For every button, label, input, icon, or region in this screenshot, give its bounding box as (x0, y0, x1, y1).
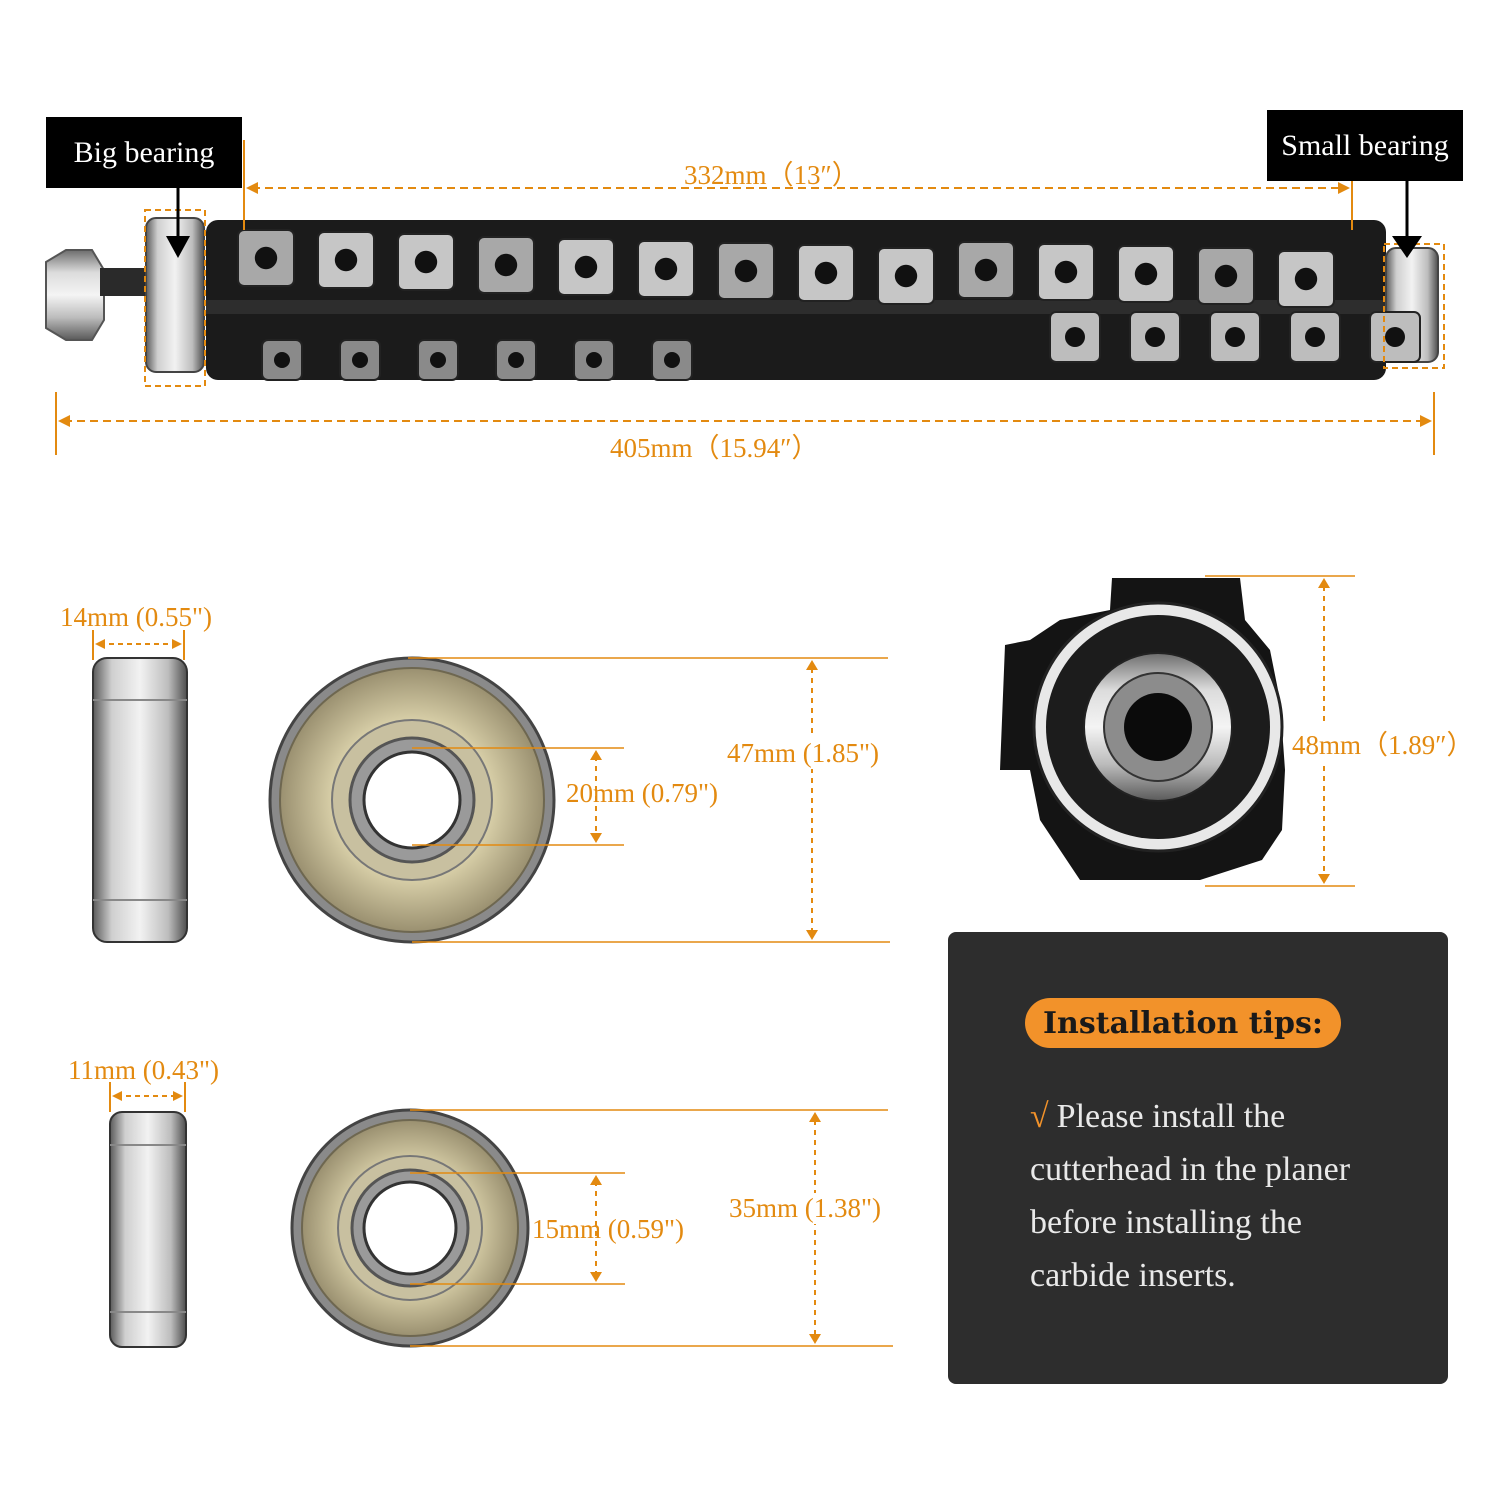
small-bearing-label: Small bearing (1267, 110, 1463, 181)
torx-screw-icon (1054, 260, 1078, 284)
big-bearing-side (92, 657, 188, 943)
small-bearing-inner-text: 15mm (0.59") (532, 1214, 685, 1244)
small-bearing-pointer (1392, 180, 1422, 258)
installation-tips-body: √Please install the cutterhead in the pl… (1030, 1090, 1370, 1302)
big-bearing-outer-dimension (408, 657, 890, 943)
torx-screw-icon (334, 248, 358, 272)
torx-screw-icon (508, 352, 524, 368)
torx-screw-icon (1065, 327, 1085, 347)
cutter-length-text: 332mm（13″） (684, 160, 859, 190)
torx-screw-icon (1294, 267, 1318, 291)
torx-screw-icon (974, 258, 998, 282)
torx-screw-icon (254, 246, 278, 270)
torx-screw-icon (1225, 327, 1245, 347)
torx-screw-icon (814, 261, 838, 285)
torx-screw-icon (414, 250, 438, 274)
big-bearing-front (268, 656, 556, 944)
big-bearing-pointer (166, 188, 190, 258)
total-length-text: 405mm（15.94″） (610, 433, 819, 463)
cutterhead-diameter-text: 48mm（1.89″） (1292, 723, 1474, 762)
torx-screw-icon (1134, 262, 1158, 286)
big-bearing-label: Big bearing (46, 117, 242, 188)
big-bearing-inner-dimension (412, 747, 624, 846)
big-bearing-highlight (144, 209, 206, 387)
torx-screw-icon (734, 259, 758, 283)
torx-screw-icon (1305, 327, 1325, 347)
big-bearing-width-dimension (92, 630, 185, 660)
torx-screw-icon (664, 352, 680, 368)
installation-tips-card: Installation tips: √Please install the c… (948, 932, 1448, 1384)
small-bearing-outer-text: 35mm (1.38") (729, 1193, 882, 1224)
torx-screw-icon (586, 352, 602, 368)
torx-screw-icon (1214, 264, 1238, 288)
hex-nut (45, 249, 105, 341)
installation-tips-title: Installation tips: (1025, 998, 1341, 1048)
torx-screw-icon (574, 255, 598, 279)
checkmark-icon: √ (1030, 1098, 1049, 1135)
small-bearing-side (109, 1111, 187, 1348)
small-bearing-front (290, 1108, 530, 1348)
big-bearing-inner-text: 20mm (0.79") (566, 778, 719, 808)
cutterhead-assembly (45, 217, 1439, 381)
cutterhead-end-view (1000, 578, 1285, 880)
torx-screw-icon (430, 352, 446, 368)
installation-tips-text: Please install the cutterhead in the pla… (1030, 1098, 1351, 1294)
small-bearing-width-dimension (109, 1082, 186, 1112)
carbide-inserts (237, 229, 1421, 381)
torx-screw-icon (1385, 327, 1405, 347)
small-bearing-inner-dimension (410, 1172, 625, 1285)
big-bearing-outer-text: 47mm (1.85") (727, 738, 880, 769)
total-length-dimension (55, 392, 1435, 455)
cutter-length-dimension (243, 140, 1353, 230)
torx-screw-icon (654, 257, 678, 281)
torx-screw-icon (494, 253, 518, 277)
small-bearing-width-text: 11mm (0.43") (68, 1055, 220, 1085)
torx-screw-icon (1145, 327, 1165, 347)
small-bearing-outer-dimension (410, 1109, 893, 1347)
torx-screw-icon (274, 352, 290, 368)
torx-screw-icon (352, 352, 368, 368)
shaft-left (100, 268, 150, 296)
cutter-body-shine (206, 300, 1386, 314)
big-bearing-width-text: 14mm (0.55") (60, 602, 213, 632)
torx-screw-icon (894, 264, 918, 288)
